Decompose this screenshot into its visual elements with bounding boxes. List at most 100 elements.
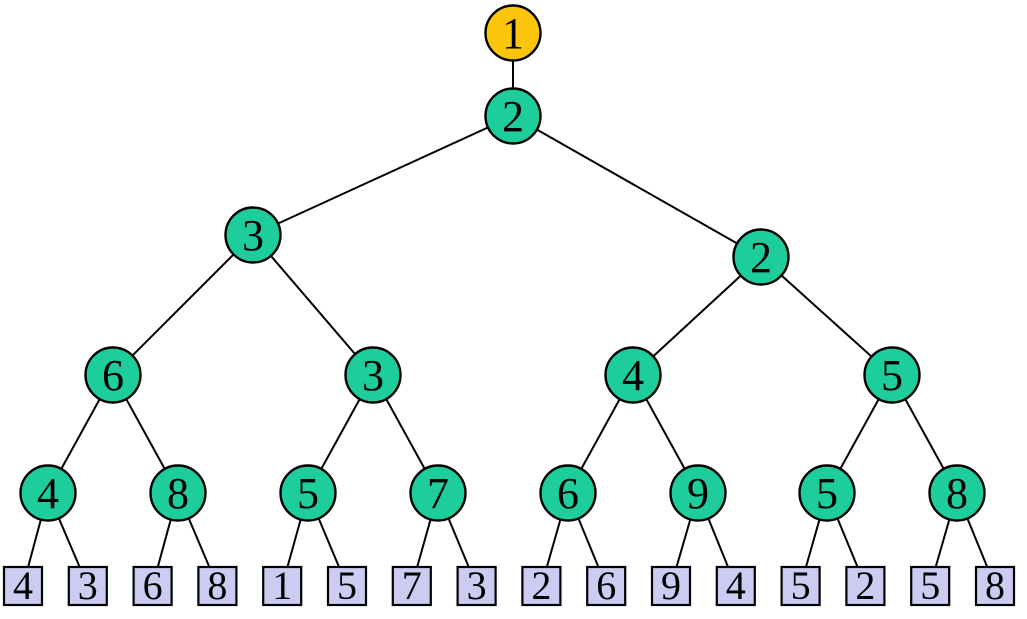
- node-circle: [732, 228, 790, 286]
- internal-node: 2: [732, 228, 790, 286]
- node-value: 2: [531, 563, 551, 608]
- node-value: 7: [402, 563, 422, 608]
- node-circle: [604, 346, 662, 404]
- internal-node: 3: [344, 346, 402, 404]
- root-node: 1: [484, 4, 542, 62]
- leaf-square: [262, 565, 303, 607]
- leaf-node: 3: [67, 563, 108, 608]
- node-value: 8: [946, 469, 968, 518]
- node-circle: [539, 464, 597, 522]
- internal-node: 7: [409, 464, 467, 522]
- node-value: 6: [557, 469, 579, 518]
- leaf-square: [845, 565, 886, 607]
- leaf-node: 1: [262, 563, 303, 608]
- node-value: 9: [687, 469, 709, 518]
- leaf-node: 5: [910, 563, 951, 608]
- node-value: 9: [661, 563, 681, 608]
- node-value: 4: [726, 563, 746, 608]
- node-value: 2: [750, 233, 772, 282]
- leaf-square: [326, 565, 368, 607]
- node-value: 4: [13, 563, 33, 608]
- node-value: 6: [143, 563, 163, 608]
- node-value: 3: [362, 351, 384, 400]
- leaf-square: [521, 565, 562, 607]
- node-value: 8: [167, 469, 189, 518]
- tree-edge: [632, 256, 762, 376]
- leaf-square: [2, 565, 44, 607]
- node-circle: [863, 346, 921, 404]
- node-value: 5: [297, 469, 319, 518]
- tree-edge: [512, 115, 762, 258]
- leaf-node: 4: [715, 563, 756, 608]
- node-value: 6: [102, 351, 124, 400]
- node-circle: [19, 464, 77, 522]
- node-circle: [928, 464, 986, 522]
- leaf-square: [650, 565, 692, 607]
- internal-node: 9: [669, 464, 727, 522]
- leaf-square: [974, 565, 1016, 607]
- node-value: 2: [855, 563, 875, 608]
- node-value: 6: [596, 563, 616, 608]
- node-value: 8: [985, 563, 1005, 608]
- leaf-node: 6: [132, 563, 173, 608]
- internal-node: 6: [539, 464, 597, 522]
- leaf-node: 9: [650, 563, 692, 608]
- node-value: 5: [816, 469, 838, 518]
- leaf-node: 6: [586, 563, 627, 608]
- internal-node: 8: [149, 464, 207, 522]
- leaf-node: 7: [391, 563, 432, 608]
- leaf-node: 8: [197, 563, 238, 608]
- node-circle: [484, 87, 542, 145]
- node-value: 8: [207, 563, 227, 608]
- node-circle: [84, 346, 142, 404]
- leaf-node: 8: [974, 563, 1016, 608]
- node-circle: [798, 464, 856, 522]
- node-value: 7: [427, 469, 449, 518]
- root-circle: [484, 4, 542, 62]
- tree-edge: [252, 115, 514, 236]
- leaf-square: [132, 565, 173, 607]
- node-value: 5: [791, 563, 811, 608]
- tree-edge: [252, 234, 374, 376]
- leaf-node: 5: [780, 563, 821, 608]
- leaf-node: 3: [456, 563, 497, 608]
- leaf-node: 2: [845, 563, 886, 608]
- node-value: 1: [502, 9, 524, 58]
- internal-node: 5: [279, 464, 337, 522]
- node-circle: [409, 464, 467, 522]
- node-value: 5: [337, 563, 357, 608]
- internal-node: 8: [928, 464, 986, 522]
- node-circle: [149, 464, 207, 522]
- tree-edge: [112, 234, 254, 376]
- internal-node: 3: [224, 206, 282, 264]
- node-value: 2: [502, 92, 524, 141]
- internal-node: 5: [863, 346, 921, 404]
- node-value: 4: [622, 351, 644, 400]
- leaf-square: [197, 565, 238, 607]
- node-value: 5: [920, 563, 940, 608]
- leaf-square: [67, 565, 108, 607]
- node-circle: [279, 464, 337, 522]
- leaf-node: 5: [326, 563, 368, 608]
- node-circle: [344, 346, 402, 404]
- node-value: 1: [272, 563, 292, 608]
- node-circle: [224, 206, 282, 264]
- node-value: 3: [78, 563, 98, 608]
- internal-node: 4: [19, 464, 77, 522]
- leaf-square: [715, 565, 756, 607]
- leaf-square: [780, 565, 821, 607]
- node-value: 3: [467, 563, 487, 608]
- leaf-square: [456, 565, 497, 607]
- leaf-square: [910, 565, 951, 607]
- leaf-square: [586, 565, 627, 607]
- tree-edge: [760, 256, 893, 376]
- leaf-square: [391, 565, 432, 607]
- internal-node: 2: [484, 87, 542, 145]
- node-circle: [669, 464, 727, 522]
- leaf-node: 4: [2, 563, 44, 608]
- internal-node: 6: [84, 346, 142, 404]
- node-value: 5: [881, 351, 903, 400]
- node-value: 3: [242, 211, 264, 260]
